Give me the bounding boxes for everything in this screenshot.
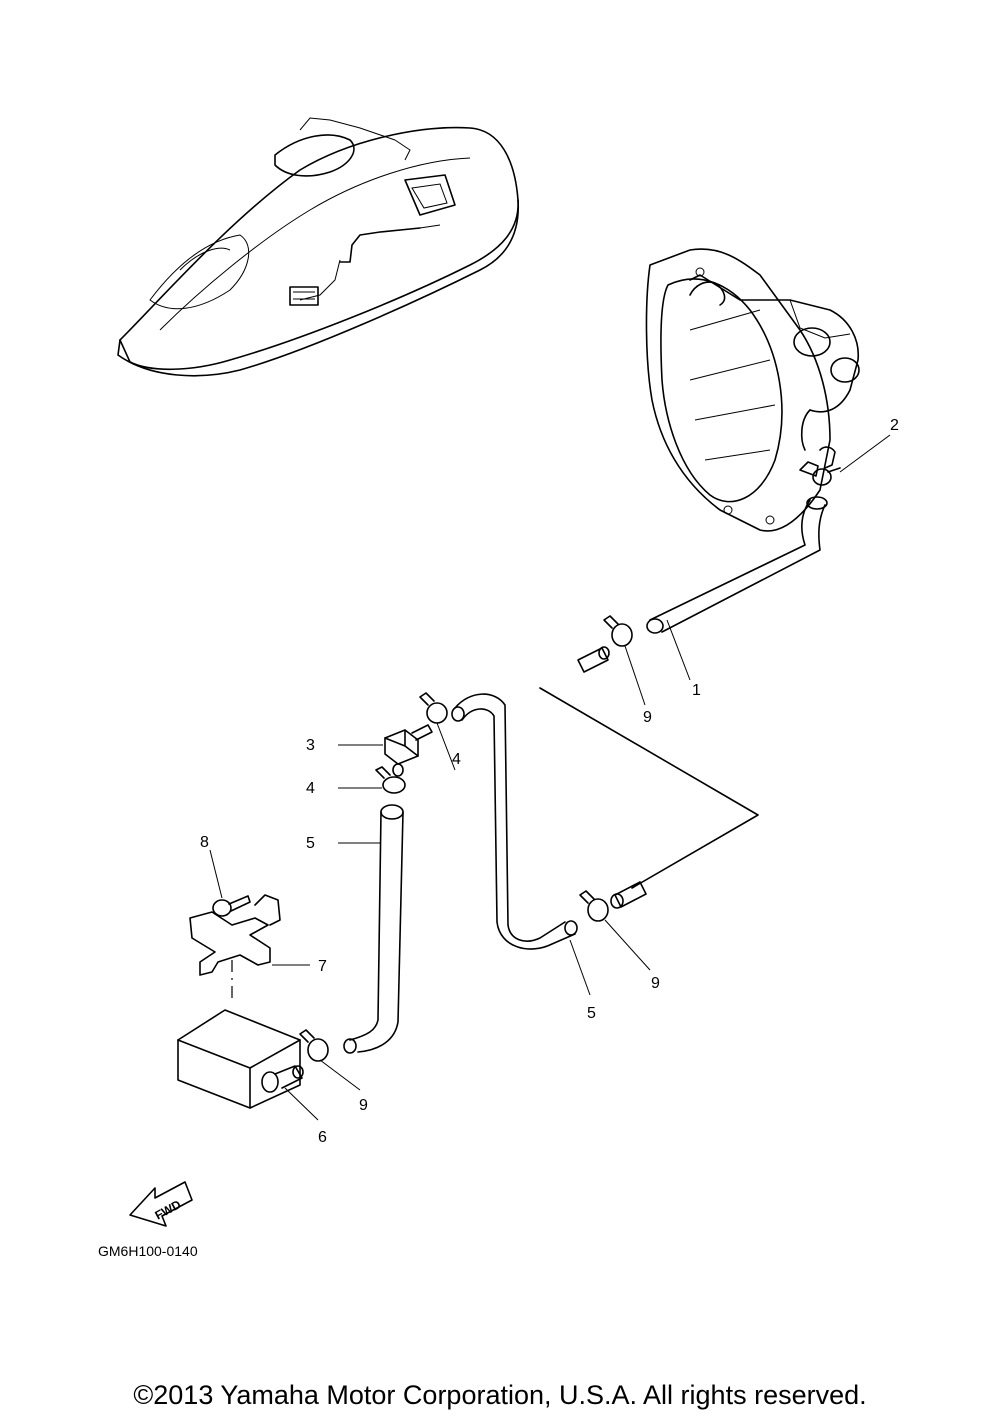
callout-4-right: 4 bbox=[452, 751, 461, 768]
hose-5-long bbox=[451, 693, 578, 950]
copyright-footer: ©2013 Yamaha Motor Corporation, U.S.A. A… bbox=[133, 1380, 867, 1410]
figure-code: GM6H100-0140 bbox=[98, 1243, 198, 1259]
callout-labels: 1 2 3 4 4 5 5 6 7 8 9 9 9 bbox=[200, 417, 899, 1146]
hose-clamp-4-left bbox=[375, 766, 406, 794]
hose-clamp-9-middle bbox=[579, 890, 609, 922]
hose-clamp-2 bbox=[812, 467, 841, 486]
bracket-7 bbox=[189, 894, 281, 976]
hose-clamp-9-lower bbox=[299, 1029, 329, 1062]
fitting-lower bbox=[610, 881, 647, 909]
callout-9-middle: 9 bbox=[651, 975, 660, 992]
fwd-label: FWD bbox=[153, 1197, 184, 1222]
water-box-6 bbox=[177, 1009, 304, 1109]
callout-9-upper: 9 bbox=[643, 709, 652, 726]
watercraft-overview bbox=[117, 117, 520, 377]
screw-8 bbox=[212, 895, 251, 917]
assembly-guide-lines bbox=[539, 687, 759, 889]
callout-5-right: 5 bbox=[587, 1005, 596, 1022]
callout-6: 6 bbox=[318, 1129, 327, 1146]
callout-8: 8 bbox=[200, 834, 209, 851]
callout-7: 7 bbox=[318, 958, 327, 975]
jet-pump-housing bbox=[645, 248, 860, 532]
leader-lines bbox=[209, 434, 891, 1121]
callout-5-left: 5 bbox=[306, 835, 315, 852]
callout-2: 2 bbox=[890, 417, 899, 434]
hose-1 bbox=[646, 496, 828, 634]
hose-5-short bbox=[343, 804, 404, 1054]
fitting-upper bbox=[577, 646, 610, 673]
callout-1: 1 bbox=[692, 682, 701, 699]
callout-9-lower: 9 bbox=[359, 1097, 368, 1114]
hose-clamp-4-right bbox=[419, 692, 448, 724]
callout-4-left: 4 bbox=[306, 780, 315, 797]
valve-3 bbox=[384, 724, 433, 777]
hose-clamp-9-upper bbox=[603, 615, 633, 647]
callout-3: 3 bbox=[306, 737, 315, 754]
fwd-arrow: FWD bbox=[129, 1181, 193, 1227]
